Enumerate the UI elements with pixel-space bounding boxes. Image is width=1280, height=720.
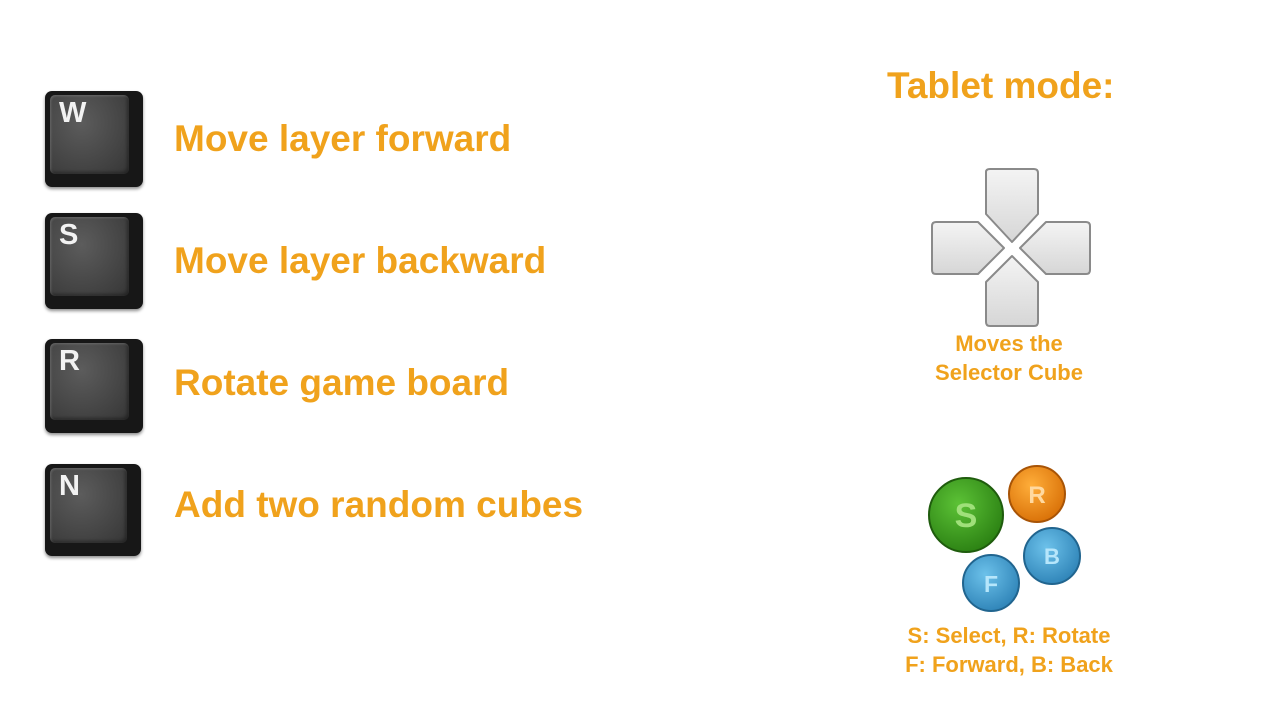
action-buttons: S R B F bbox=[928, 465, 1081, 612]
button-r[interactable]: R bbox=[1008, 465, 1066, 523]
dpad-caption-line1: Moves the bbox=[955, 331, 1063, 356]
key-s[interactable]: S bbox=[45, 213, 143, 309]
dpad-left bbox=[931, 221, 1005, 275]
key-letter: R bbox=[59, 345, 80, 377]
dpad-right bbox=[1019, 221, 1091, 275]
key-n-label: Add two random cubes bbox=[174, 484, 584, 525]
dpad-down bbox=[985, 255, 1039, 327]
key-face bbox=[50, 468, 127, 543]
key-letter: W bbox=[59, 97, 87, 129]
dpad-up bbox=[985, 168, 1039, 243]
key-letter: N bbox=[59, 470, 80, 502]
key-w[interactable]: W bbox=[45, 91, 143, 187]
key-face bbox=[50, 343, 129, 420]
key-n[interactable]: N bbox=[45, 464, 141, 556]
svg-text:S: S bbox=[955, 497, 978, 535]
button-s[interactable]: S bbox=[928, 477, 1004, 553]
svg-text:R: R bbox=[1028, 482, 1045, 509]
svg-text:F: F bbox=[984, 571, 998, 597]
button-b[interactable]: B bbox=[1023, 527, 1081, 585]
buttons-caption-line2: F: Forward, B: Back bbox=[905, 652, 1113, 677]
key-face bbox=[50, 95, 129, 174]
key-w-label: Move layer forward bbox=[174, 118, 512, 159]
key-face bbox=[50, 217, 129, 296]
buttons-caption-line1: S: Select, R: Rotate bbox=[907, 623, 1111, 648]
key-letter: S bbox=[59, 219, 79, 251]
dpad-caption: Moves the Selector Cube bbox=[909, 329, 1109, 387]
key-s-label: Move layer backward bbox=[174, 240, 547, 281]
dpad-icon[interactable] bbox=[926, 166, 1094, 330]
buttons-caption: S: Select, R: Rotate F: Forward, B: Back bbox=[874, 621, 1144, 679]
svg-text:B: B bbox=[1044, 544, 1060, 569]
key-r[interactable]: R bbox=[45, 339, 143, 433]
dpad-caption-line2: Selector Cube bbox=[935, 360, 1083, 385]
button-f[interactable]: F bbox=[962, 554, 1020, 612]
key-r-label: Rotate game board bbox=[174, 362, 510, 403]
tablet-mode-title: Tablet mode: bbox=[887, 65, 1115, 106]
